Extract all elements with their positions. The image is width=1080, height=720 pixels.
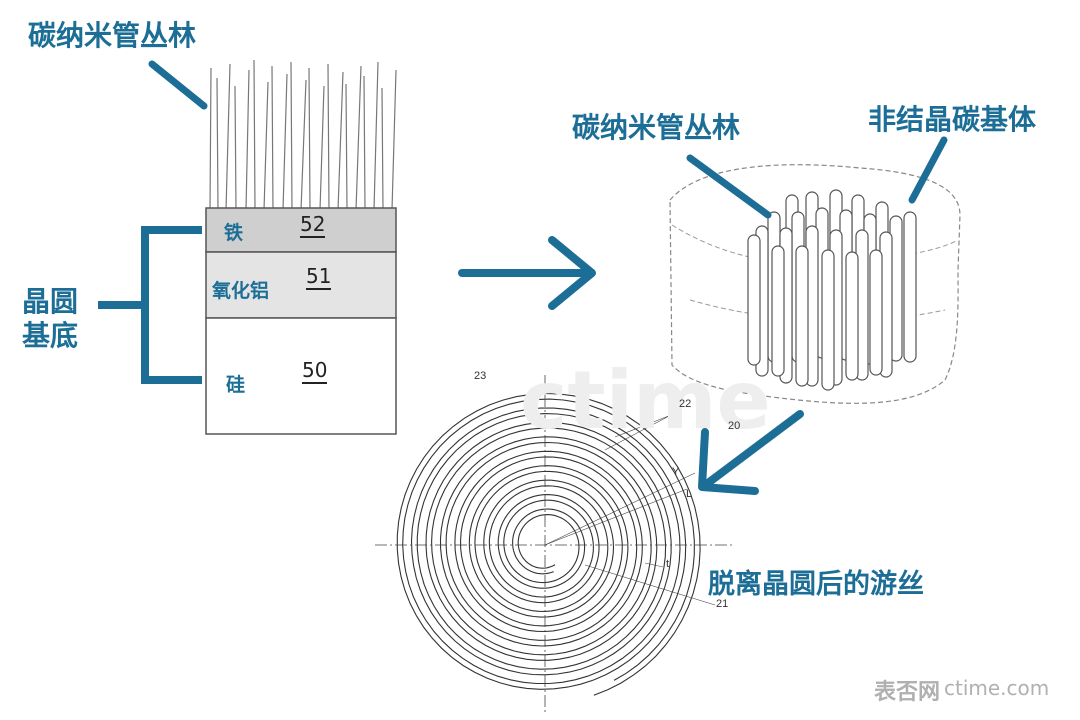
wafer-substrate-label: 晶圆 基底	[22, 285, 79, 352]
amorphous-pointer-line	[908, 136, 948, 204]
ref-23: 23	[474, 370, 487, 382]
ref-21: 21	[716, 598, 729, 610]
right-arrow	[458, 236, 596, 310]
amorphous-block-outline	[669, 164, 961, 404]
ref-y: Y	[672, 466, 680, 478]
silicon-ref: 50	[302, 358, 328, 384]
forest-label-right: 碳纳米管丛林	[572, 111, 741, 144]
ref-20: 20	[728, 420, 741, 432]
substrate-bracket	[98, 226, 202, 384]
right-forest-pointer-line	[686, 154, 772, 219]
watermark-logo: 表否网	[874, 680, 941, 705]
hairspring-spiral	[375, 375, 735, 715]
watermark-url: ctime.com	[944, 676, 1050, 700]
forest-pointer-line	[148, 60, 208, 110]
cnt-pillars	[747, 189, 917, 391]
silicon-layer	[205, 317, 397, 435]
ref-l: L	[686, 488, 693, 500]
ref-22: 22	[679, 398, 692, 410]
amorphous-carbon-label: 非结晶碳基体	[868, 103, 1037, 136]
cnt-forest-strands	[209, 59, 397, 211]
silicon-label: 硅	[226, 374, 246, 396]
forest-label-left: 碳纳米管丛林	[28, 19, 197, 52]
hairspring-label: 脱离晶圆后的游丝	[708, 569, 924, 600]
down-left-arrow	[698, 410, 804, 495]
watermark-faint: ctime	[520, 354, 771, 447]
iron-ref: 52	[300, 212, 326, 238]
alumina-label: 氧化铝	[212, 280, 270, 302]
alumina-ref: 51	[306, 264, 332, 290]
iron-label: 铁	[224, 222, 244, 244]
ref-t: t	[666, 558, 670, 570]
